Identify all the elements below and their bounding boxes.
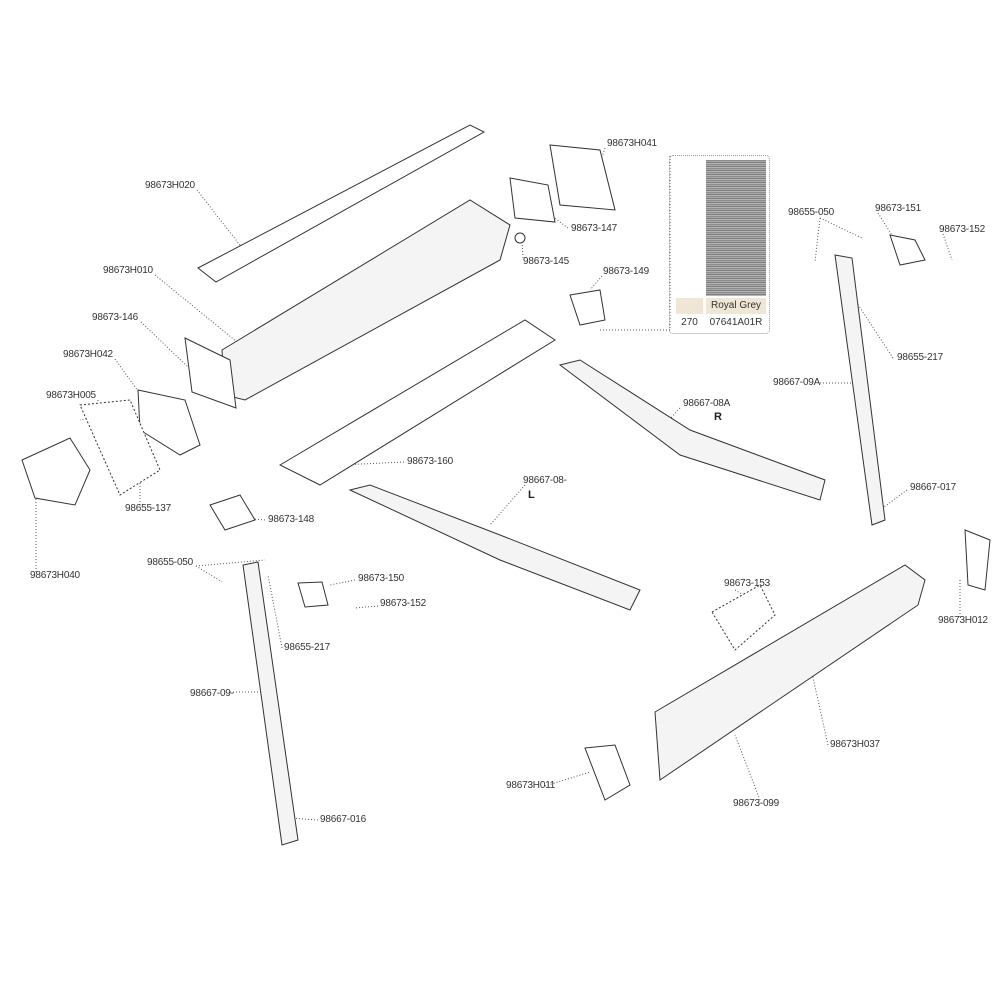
plug-part [209,494,256,531]
part-label: 98673-152 [380,598,427,609]
part-label: 98655-137 [125,503,172,514]
end-cap-left-part [584,744,631,801]
parts [21,124,991,846]
part-label: 98673-160 [407,456,454,467]
leg-right-part [834,254,886,526]
arm-right-part [558,359,826,501]
part-label: 98673-149 [603,266,650,277]
bracket-151-part [889,234,926,266]
side-marker-left: L [528,489,535,501]
code-cell: 07641A01R [709,317,763,328]
housing-cap-part [549,144,616,211]
part-label: 98673-146 [92,312,139,323]
motor-part [21,437,91,506]
part-label: 98673H011 [506,780,556,791]
part-label: 98655-217 [284,642,331,653]
part-label: 98673-148 [268,514,315,525]
color-name-cell: Royal Grey [706,298,766,314]
bracket-plate-part [509,177,556,223]
part-label: 98667-08A [683,398,731,409]
part-label: 98673-152 [939,224,986,235]
end-plate-part [184,337,237,409]
roller-tube-part [278,319,556,486]
leg-left-part [242,561,299,846]
part-label: 98673-145 [523,256,570,267]
part-label: 98673-150 [358,573,405,584]
part-label: 98673H010 [103,265,153,276]
size-cell: 270 [681,317,698,328]
part-label: 98667-08- [523,475,567,486]
part-label: 98673H012 [938,615,988,626]
size-header-cell [676,298,703,314]
part-label: 98673H037 [830,739,880,750]
bracket-150-part [297,581,329,608]
cover-panel-part [197,124,486,283]
fabric-swatch-table: Royal Grey 270 07641A01R [669,155,770,334]
spring-box-part [79,399,161,496]
part-label: 98673H005 [46,390,96,401]
part-label: 98673H041 [607,138,657,149]
part-label: 98655-050 [788,207,835,218]
part-label: 98667-017 [910,482,957,493]
part-label: 98673-151 [875,203,922,214]
end-cap-right-part [964,529,991,591]
arm-left-part [348,484,641,611]
part-label: 98667-09A [773,377,821,388]
side-marker-right: R [714,411,722,423]
part-label: 98667-016 [320,814,367,825]
part-label: 98667-09- [190,688,234,699]
part-label: 98673H042 [63,349,113,360]
clip-part [711,584,776,651]
part-label: 98673H040 [30,570,80,581]
part-label: 98673-153 [724,578,771,589]
part-label: 98655-050 [147,557,194,568]
cylinder-part [569,289,606,326]
part-label: 98673H020 [145,180,195,191]
part-label: 98673-147 [571,223,618,234]
front-bar-part [654,564,926,781]
fabric-swatch-image [706,160,766,296]
part-label: 98673-099 [733,798,780,809]
part-label: 98655-217 [897,352,944,363]
